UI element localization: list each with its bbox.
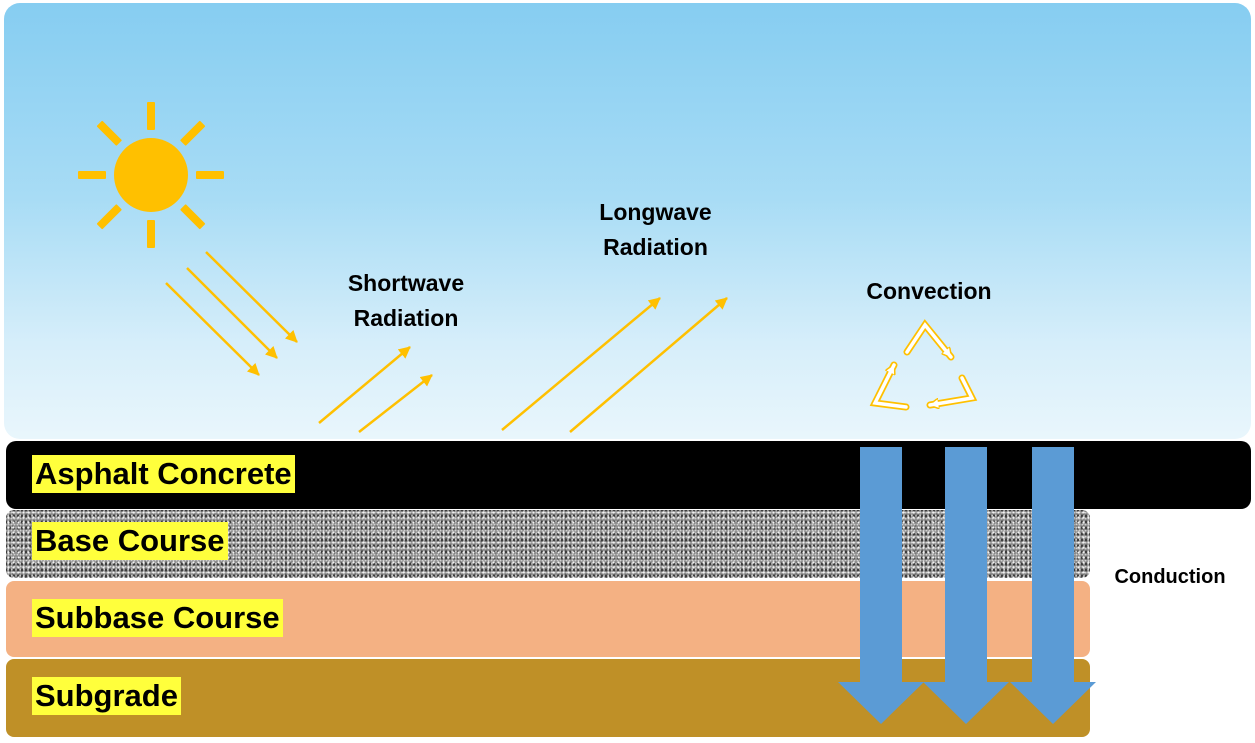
subbase-course-layer: Subbase Course [6, 581, 1090, 657]
sky-background [4, 3, 1251, 439]
conduction-label: Conduction [1114, 566, 1226, 588]
convection-label: Convection [866, 278, 992, 304]
subgrade-layer: Subgrade [6, 659, 1090, 737]
subgrade-label: Subgrade [32, 677, 181, 715]
base-course-label: Base Course [32, 522, 228, 560]
recycle-cycle-icon-inner [872, 322, 975, 409]
recycle-cycle-icon [869, 319, 978, 411]
conduction-arrow-3 [1010, 447, 1096, 724]
incoming-radiation-arrows [165, 251, 298, 376]
asphalt-concrete-label: Asphalt Concrete [32, 455, 295, 493]
subbase-course-label: Subbase Course [32, 599, 283, 637]
conduction-arrow-1 [838, 447, 924, 724]
longwave-radiation-arrows [501, 297, 728, 433]
conduction-arrows [838, 447, 1096, 724]
shortwave-radiation-arrows [318, 346, 433, 433]
conduction-arrow-2 [923, 447, 1009, 724]
sun-icon [78, 102, 224, 248]
longwave-radiation-label: Longwave Radiation [599, 199, 712, 260]
base-course-layer: Base Course [6, 510, 1090, 578]
shortwave-radiation-label: Shortwave Radiation [347, 270, 465, 331]
